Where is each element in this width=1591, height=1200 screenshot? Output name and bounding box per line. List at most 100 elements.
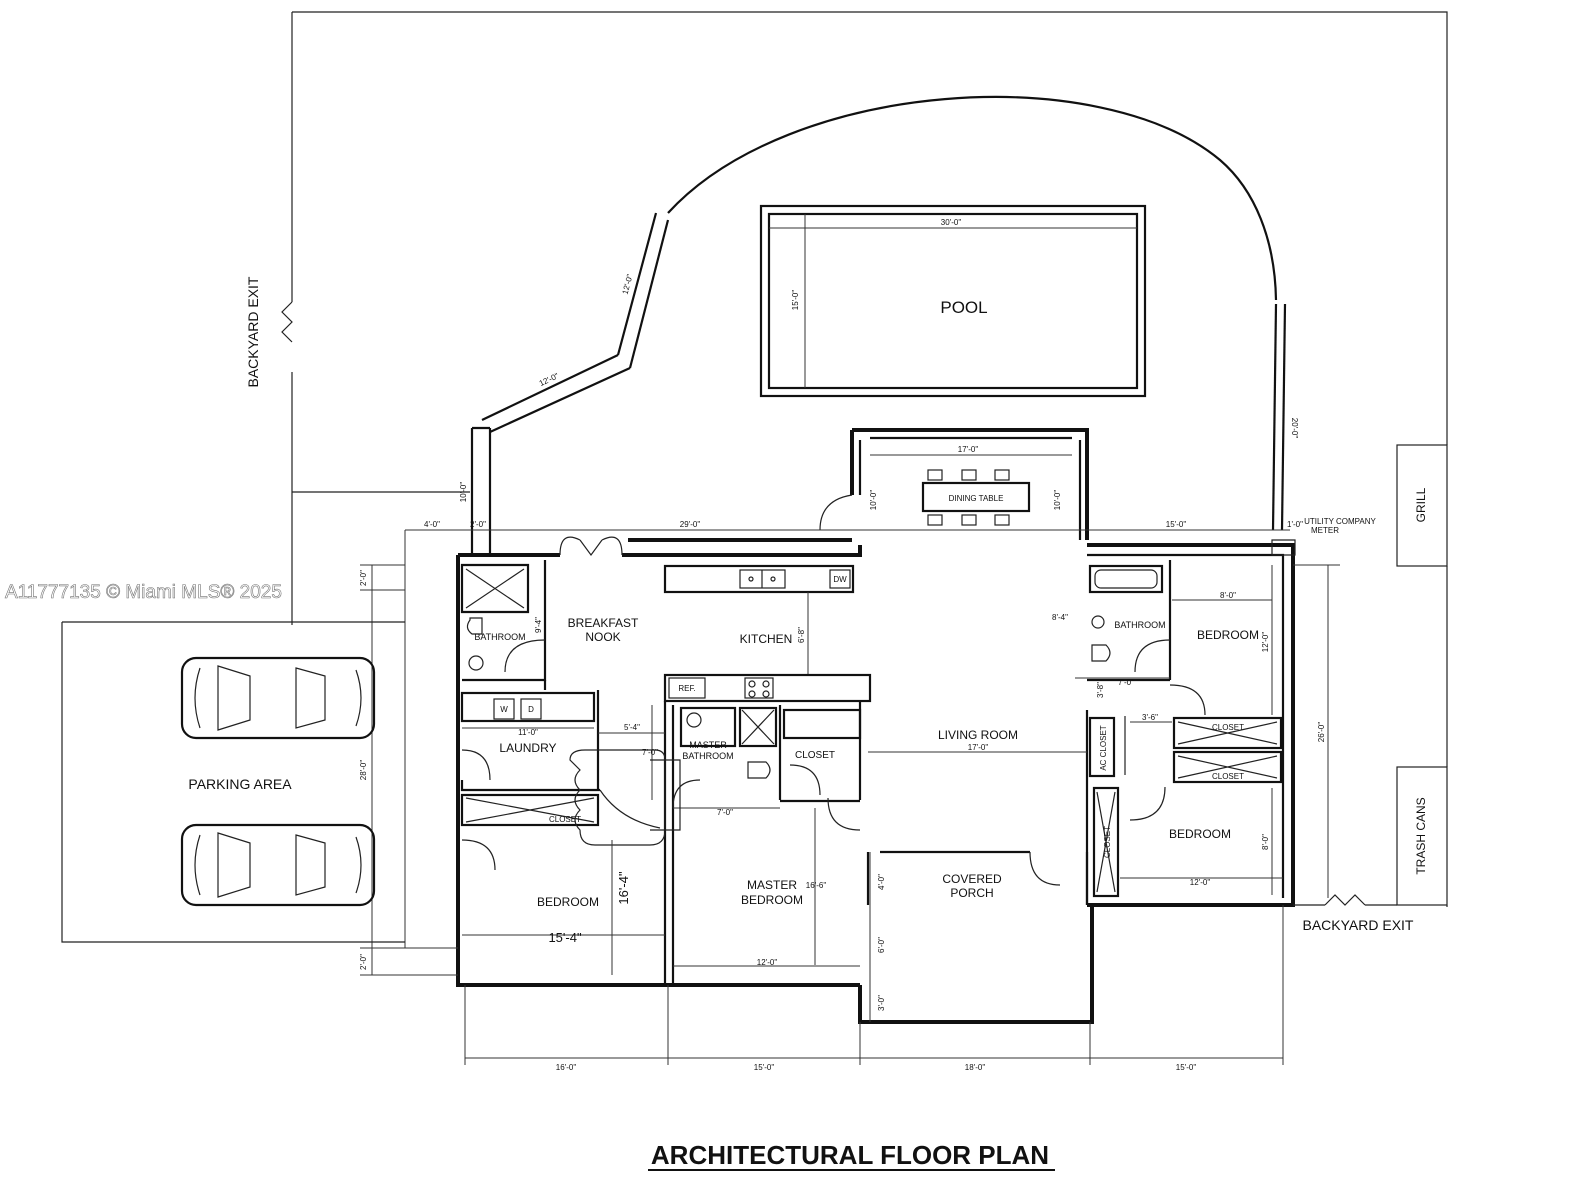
watermark: A11777135 © Miami MLS® 2025	[5, 582, 282, 603]
top-dim-29: 29'-0"	[680, 520, 701, 529]
pool: POOL 30'-0" 15'-0"	[759, 204, 1147, 398]
laundry: W D 11'-0" LAUNDRY	[460, 691, 600, 792]
laundry-dim-11: 11'-0"	[518, 728, 538, 737]
washer-label: W	[500, 705, 508, 714]
trash-cans: TRASH CANS	[1396, 766, 1448, 906]
grill-label: GRILL	[1414, 487, 1428, 522]
top-dim-2: 2'-0"	[470, 520, 486, 529]
master-bed-dim-12: 12'-0"	[757, 958, 778, 967]
bathroom-left: BATHROOM 9'-4"	[460, 560, 547, 682]
bottom-dimensions: 16'-0" 15'-0" 18'-0" 15'-0"	[464, 905, 1284, 1072]
master-bedroom-label-2: BEDROOM	[741, 893, 803, 907]
parking-area: PARKING AREA	[61, 621, 405, 943]
breakfast-nook-label-2: NOOK	[585, 630, 620, 644]
master-bath-dim-7: 7'-0"	[717, 808, 733, 817]
bath-right-dim-7: 7'-0"	[1118, 678, 1134, 687]
top-dim-4: 4'-0"	[424, 520, 440, 529]
pool-deck-fence	[470, 95, 1287, 555]
bath-right-dim-8-4: 8'-4"	[1052, 613, 1068, 622]
living-room-label: LIVING ROOM	[938, 728, 1018, 742]
backyard-exit-left-label: BACKYARD EXIT	[245, 276, 261, 387]
dining-right-dim: 10'-0"	[1053, 490, 1062, 511]
covered-porch-label-2: PORCH	[950, 886, 993, 900]
ac-closet-label: AC CLOSET	[1099, 725, 1108, 770]
pool-length-dim: 30'-0"	[941, 218, 962, 227]
closet-left: CLOSET	[460, 793, 600, 871]
hall-dim-7-0: 7'-0"	[642, 748, 658, 757]
bed-tr-dim-12: 12'-0"	[1261, 632, 1270, 653]
breakfast-nook-door	[559, 536, 623, 557]
left-dim-28: 28'-0"	[359, 760, 368, 781]
site-boundary	[291, 11, 1448, 907]
left-dimensions: 2'-0" 28'-0" 2'-0"	[359, 530, 458, 976]
closet-vertical: CLOSET	[1092, 786, 1120, 898]
master-bathroom-label-1: MASTER	[689, 740, 727, 750]
deck-dim-20: 20'-0"	[1290, 418, 1299, 439]
porch-dim-4: 4'-0"	[877, 874, 886, 890]
left-dim-2-top: 2'-0"	[359, 570, 368, 586]
dryer-label: D	[528, 705, 534, 714]
circular-stair	[569, 749, 681, 846]
bed-tr-dim-8: 8'-0"	[1220, 591, 1236, 600]
master-bedroom-label-1: MASTER	[747, 878, 797, 892]
master-bathroom: MASTER BATHROOM 7'-0"	[672, 706, 780, 817]
bath-right-dim-3-8: 3'-8"	[1096, 682, 1105, 698]
closet-dim-3-6: 3'-6"	[1142, 713, 1158, 722]
covered-porch-label-1: COVERED	[942, 872, 1002, 886]
backyard-exit-gate-left	[281, 301, 293, 343]
bottom-dim-16: 16'-0"	[556, 1063, 577, 1072]
master-closet-label: CLOSET	[795, 750, 835, 761]
kitchen-counter: DW 6'-8"	[663, 564, 855, 675]
dishwasher-label: DW	[833, 575, 847, 584]
kitchen-island-counter: REF.	[663, 673, 872, 703]
porch-dim-3: 3'-0"	[877, 995, 886, 1011]
closets-right: CLOSET CLOSET 3'-6" AC CLOSET	[1088, 713, 1283, 821]
top-dim-15: 15'-0"	[1166, 520, 1187, 529]
grill: GRILL	[1396, 444, 1448, 567]
left-dim-2-bottom: 2'-0"	[359, 954, 368, 970]
bed-left-dim-16-4: 16'-4"	[616, 871, 631, 905]
breakfast-nook-label-1: BREAKFAST	[568, 616, 639, 630]
bedroom-mid-right-label: BEDROOM	[1169, 827, 1231, 841]
utility-meter-label-1: UTILITY COMPANY	[1304, 517, 1376, 526]
bedroom-top-right-label: BEDROOM	[1197, 628, 1259, 642]
closet-left-label: CLOSET	[549, 815, 581, 824]
closet-vertical-label: CLOSET	[1103, 826, 1112, 858]
pool-width-dim: 15'-0"	[791, 290, 800, 311]
hall-dim-5-4: 5'-4"	[624, 723, 640, 732]
top-dim-1: 1'-0"	[1287, 520, 1303, 529]
deck-dim-10: 10'-0"	[459, 482, 468, 503]
right-dim-26: 26'-0"	[1317, 722, 1326, 743]
deck-dim-12b: 12'-0"	[538, 371, 560, 388]
kitchen-label: KITCHEN	[740, 632, 793, 646]
bottom-dim-15b: 15'-0"	[1176, 1063, 1197, 1072]
dining-area: DINING TABLE 17'-0" 10'-0" 10'-0"	[819, 445, 1072, 531]
living-dim-17: 17'-0"	[968, 743, 989, 752]
closet-right-2-label: CLOSET	[1212, 772, 1244, 781]
pool-label: POOL	[940, 298, 987, 317]
master-bed-dim-16-6: 16'-6"	[806, 881, 827, 890]
porch-dim-6: 6'-0"	[877, 937, 886, 953]
backyard-exit-right-label: BACKYARD EXIT	[1303, 917, 1414, 933]
interior-walls	[543, 560, 1172, 985]
parking-area-label: PARKING AREA	[188, 776, 292, 792]
car-1	[180, 656, 376, 740]
dining-width-dim: 17'-0"	[958, 445, 979, 454]
house-walls	[456, 428, 1295, 1024]
bathroom-left-label: BATHROOM	[474, 632, 525, 642]
bed-left-dim-15-4: 15'-4"	[548, 930, 582, 945]
bed-mr-dim-12: 12'-0"	[1190, 878, 1211, 887]
car-2	[180, 823, 376, 907]
master-closet: CLOSET	[782, 708, 862, 796]
bathroom-right-label: BATHROOM	[1114, 620, 1165, 630]
dining-table-label: DINING TABLE	[949, 494, 1004, 503]
deck-dim-12a: 12'-0"	[621, 273, 635, 295]
plan-title: ARCHITECTURAL FLOOR PLAN	[651, 1140, 1049, 1170]
bath-dim-9-4: 9'-4"	[534, 617, 543, 633]
bedroom-left-label: BEDROOM	[537, 895, 599, 909]
closet-right-1-label: CLOSET	[1212, 723, 1244, 732]
trash-cans-label: TRASH CANS	[1414, 797, 1428, 874]
kitchen-dim-6-8: 6'-8"	[797, 627, 806, 643]
bottom-dim-15a: 15'-0"	[754, 1063, 775, 1072]
